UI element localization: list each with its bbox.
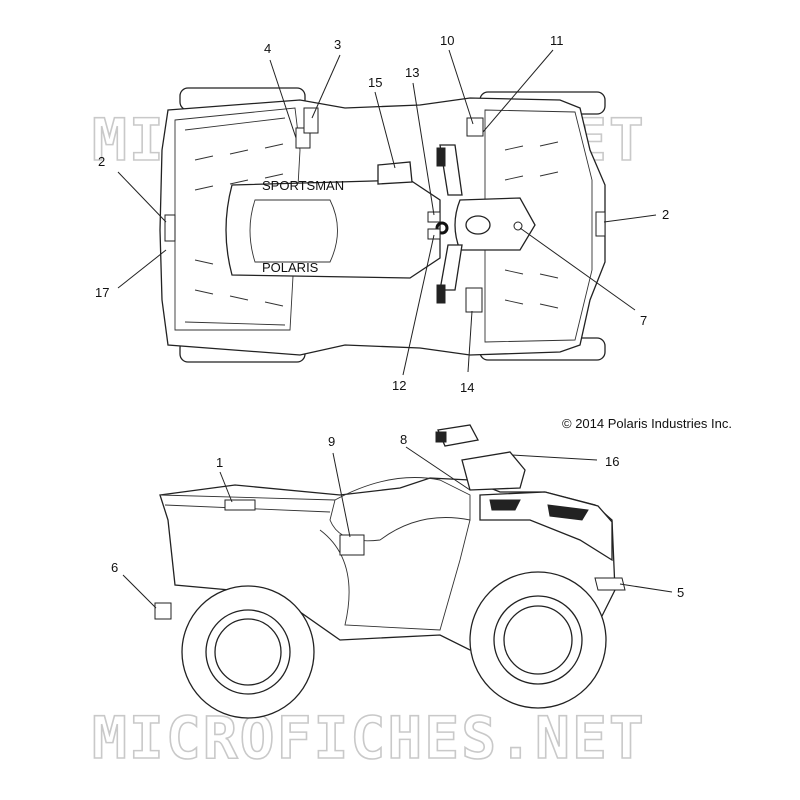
decal-5-side (594, 577, 626, 591)
callout-3: 3 (334, 37, 341, 52)
atv-side-view (154, 424, 626, 719)
callout-14: 14 (460, 380, 474, 395)
callout-5: 5 (677, 585, 684, 600)
decal-3-top (303, 107, 319, 134)
callout-13: 13 (405, 65, 419, 80)
callout-11: 11 (550, 33, 564, 48)
decal-14-top (465, 287, 483, 313)
handlebar-pod-side (461, 451, 526, 491)
callout-1: 1 (216, 455, 223, 470)
callout-16: 16 (605, 454, 619, 469)
decal-6-side (154, 602, 172, 620)
decal-10-top (466, 117, 484, 137)
seat-top (225, 179, 441, 279)
decal-2-rear-top (164, 214, 176, 242)
callout-17: 17 (95, 285, 109, 300)
copyright-notice: © 2014 Polaris Industries Inc. (562, 416, 732, 431)
decal-12-top (427, 228, 441, 240)
callout-12: 12 (392, 378, 406, 393)
fender-text-polaris: POLARIS (262, 260, 319, 275)
callout-10: 10 (440, 33, 454, 48)
decal-2-front-top (595, 211, 606, 237)
console-top (454, 197, 536, 251)
callout-2-right: 2 (662, 207, 669, 222)
callout-4: 4 (264, 41, 271, 56)
decal-9-side (339, 534, 365, 556)
atv-top-view: SPORTSMAN POLARIS (159, 87, 606, 363)
callout-15: 15 (368, 75, 382, 90)
callout-7: 7 (640, 313, 647, 328)
callout-8: 8 (400, 432, 407, 447)
watermark-bottom: MICROFICHES.NET (92, 704, 646, 772)
callout-6: 6 (111, 560, 118, 575)
callout-2-left: 2 (98, 154, 105, 169)
callout-9: 9 (328, 434, 335, 449)
fender-text-sportsman: SPORTSMAN (262, 178, 344, 193)
decal-1-side (224, 499, 256, 511)
